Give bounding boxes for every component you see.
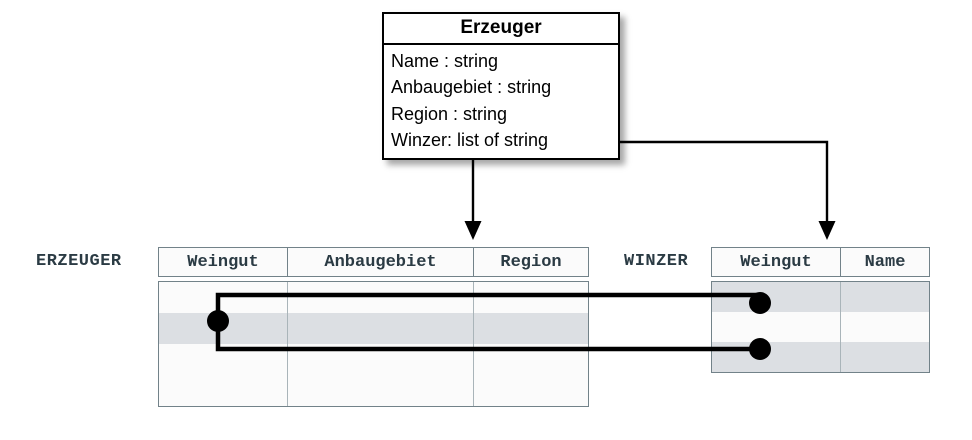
table-cell	[712, 342, 841, 372]
uml-class-box: Erzeuger Name : string Anbaugebiet : str…	[382, 12, 620, 160]
uml-attribute-winzer: Winzer: list of string	[391, 130, 549, 151]
table-cell	[474, 375, 588, 406]
table-cell	[288, 282, 474, 313]
table-cell	[159, 313, 288, 344]
table-cell	[474, 344, 588, 375]
table-cell	[474, 313, 588, 344]
table-cell	[159, 375, 288, 406]
uml-attribute: Name : string	[391, 50, 499, 71]
table-cell	[841, 342, 929, 372]
table-row	[159, 375, 588, 406]
table-row	[712, 312, 929, 342]
table-header-row: Weingut Name	[711, 247, 930, 277]
table-cell	[159, 282, 288, 313]
column-header: Region	[500, 252, 562, 272]
table-winzer: Weingut Name	[711, 247, 930, 373]
table-row	[159, 344, 588, 375]
table-row-highlighted	[712, 342, 929, 372]
uml-attribute: Anbaugebiet : string	[391, 77, 552, 98]
table-cell	[712, 312, 841, 342]
table-cell	[288, 344, 474, 375]
table-cell	[712, 282, 841, 312]
table-body	[158, 281, 589, 407]
table-cell	[841, 312, 929, 342]
table-erzeuger: Weingut Anbaugebiet Region	[158, 247, 589, 407]
column-header: Weingut	[712, 248, 841, 276]
table-cell	[159, 344, 288, 375]
uml-class-title: Erzeuger	[384, 14, 618, 45]
table-body	[711, 281, 930, 373]
table-cell	[288, 313, 474, 344]
table-cell	[841, 282, 929, 312]
table-cell	[288, 375, 474, 406]
table-label-winzer: WINZER	[624, 252, 689, 271]
table-label-erzeuger: ERZEUGER	[36, 252, 122, 271]
uml-attribute-list: Name : string Anbaugebiet : string Regio…	[384, 45, 618, 158]
table-row-highlighted	[712, 282, 929, 312]
arrow-head-erzeuger	[464, 221, 482, 240]
uml-attribute: Region : string	[391, 103, 508, 124]
arrow-line-winzer	[608, 140, 829, 222]
table-cell	[474, 282, 588, 313]
table-row-highlighted	[159, 313, 588, 344]
arrow-head-winzer	[818, 221, 836, 240]
column-header: Anbaugebiet	[288, 248, 474, 276]
column-header: Name	[864, 252, 906, 272]
table-row	[159, 282, 588, 313]
table-header-row: Weingut Anbaugebiet Region	[158, 247, 589, 277]
column-header: Weingut	[159, 248, 288, 276]
